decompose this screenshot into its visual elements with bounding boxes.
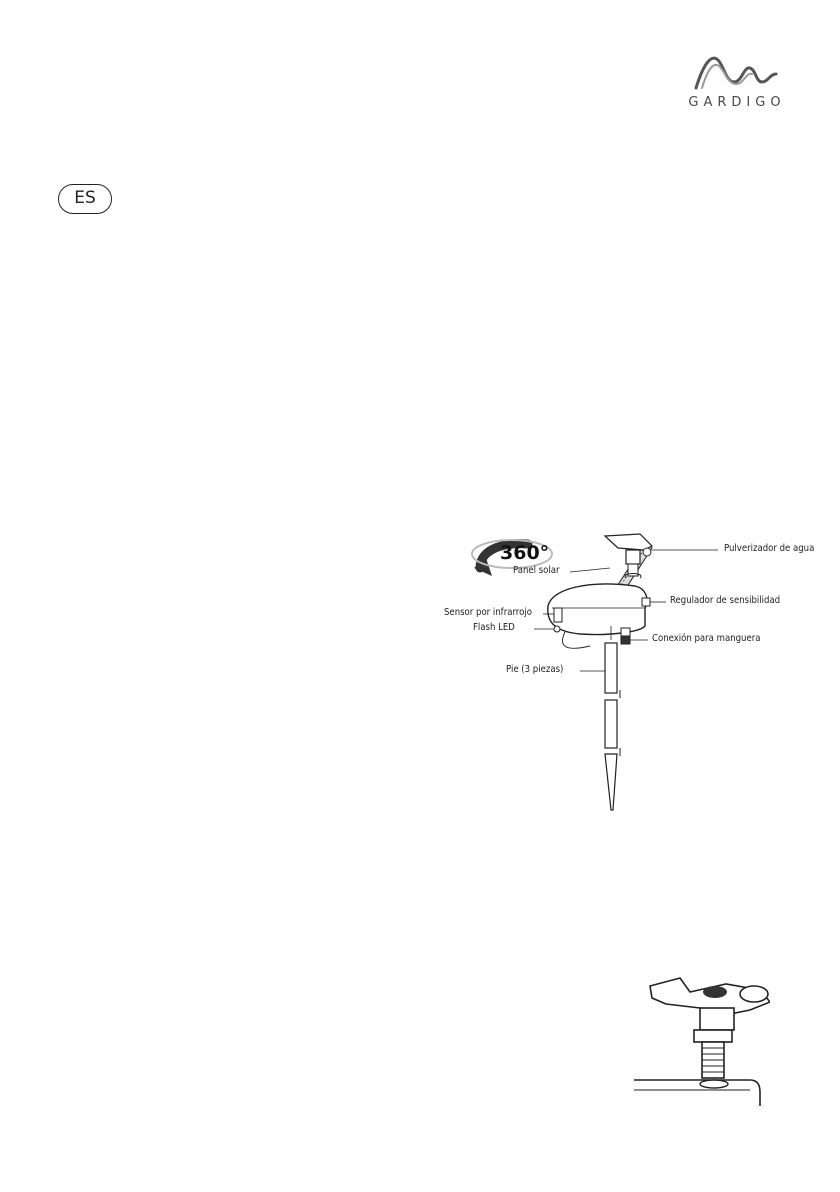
label-ir-sensor: Sensor por infrarrojo <box>444 607 532 618</box>
label-flash-led: Flash LED <box>473 622 515 633</box>
rotation-label: 360° <box>500 542 549 564</box>
language-badge: ES <box>58 184 112 214</box>
brand-name: GARDIGO <box>682 95 792 110</box>
label-stake: Pie (3 piezas) <box>506 664 563 675</box>
sprinkler-closeup-icon <box>630 968 770 1108</box>
label-sprayer: Pulverizador de agua <box>724 543 814 554</box>
label-solar-panel: Panel solar <box>513 565 560 576</box>
label-sensitivity: Regulador de sensibilidad <box>670 595 780 606</box>
device-body-icon <box>548 584 650 648</box>
stake-icon <box>605 643 620 810</box>
product-diagram: 360° Pulverizador de agua Panel solar Re… <box>440 528 840 828</box>
sprinkler-closeup <box>630 968 770 1108</box>
device-illustration <box>440 528 840 828</box>
brand-logo: GARDIGO <box>682 52 792 120</box>
logo-wave-icon <box>692 52 782 92</box>
label-hose-connection: Conexión para manguera <box>652 633 760 644</box>
sprayer-icon <box>605 534 652 578</box>
